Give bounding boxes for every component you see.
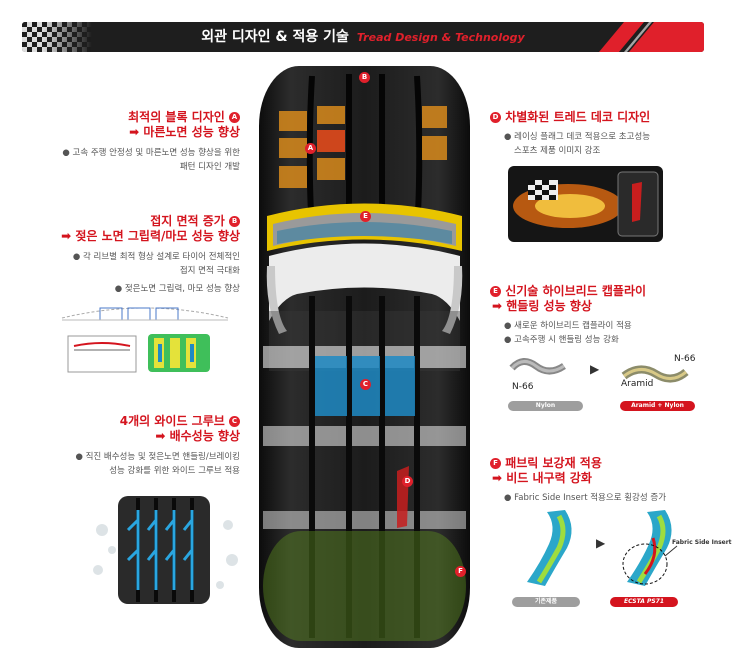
pill-aramid-nylon: Aramid + Nylon	[620, 401, 695, 411]
section-b-desc-line3: 젖은노면 그립력, 마모 성능 향상	[124, 284, 240, 294]
section-c-subtitle: ➡ 배수성능 향상	[20, 429, 240, 444]
section-e-title-line1: 신기술 하이브리드 캡플라이	[505, 284, 647, 298]
section-b-desc: ● 각 리브별 최적 형상 설계로 타이어 전체적인 접지 면적 극대화 ● 젖…	[72, 252, 240, 294]
section-c-desc-line2: 성능 강화를 위한 와이드 그루브 적용	[109, 466, 240, 476]
section-e-subtitle: ➡ 핸들링 성능 향상	[490, 299, 720, 314]
tire-graphic	[259, 66, 470, 648]
section-b-desc-line1: 각 리브별 최적 형상 설계로 타이어 전체적인	[83, 252, 240, 262]
section-a-title-line2: 마른노면 성능 향상	[143, 125, 240, 139]
red-stripe-graphic	[599, 22, 704, 52]
label-n66-left: N-66	[512, 382, 534, 392]
checkered-flag-graphic	[22, 22, 92, 52]
section-a-title-line1: 최적의 블록 디자인	[128, 110, 225, 124]
arrow-icon: ➡	[492, 471, 503, 485]
section-b-title: 접지 면적 증가 B	[20, 214, 240, 229]
section-f: F 패브릭 보강재 적용 ➡ 비드 내구력 강화 ● Fabric Side I…	[490, 456, 720, 505]
page-title: 외관 디자인 & 적용 기술 Tread Design & Technology	[22, 22, 704, 52]
section-a-subtitle: ➡ 마른노면 성능 향상	[20, 125, 240, 140]
section-c: 4개의 와이드 그루브 C ➡ 배수성능 향상 ● 직진 배수성능 및 젖은노면…	[20, 414, 240, 478]
section-e-title-line2: 핸들링 성능 향상	[506, 299, 592, 313]
section-a: 최적의 블록 디자인 A ➡ 마른노면 성능 향상 ● 고속 주행 안정성 및 …	[20, 110, 240, 174]
arrow-icon: ➡	[155, 429, 166, 443]
badge-d: D	[490, 112, 501, 123]
section-b-title-line2: 젖은 노면 그립력/마모 성능 향상	[75, 229, 240, 243]
section-d-desc: ● 레이싱 플래그 데코 적용으로 초고성능 스포츠 제품 이미지 강조	[504, 132, 651, 156]
badge-f-tire: F	[455, 566, 466, 577]
badge-e-tire: E	[360, 211, 371, 222]
section-c-title: 4개의 와이드 그루브 C	[20, 414, 240, 429]
section-a-desc-line1: 고속 주행 안정성 및 마른노면 성능 향상을 위한	[72, 148, 241, 158]
arrow-right-icon: ▶	[590, 362, 600, 376]
section-e-desc-line1: 새로운 하이브리드 캡플라이 적용	[514, 321, 632, 331]
section-f-desc: ● Fabric Side Insert 적용으로 횡강성 증가	[504, 493, 667, 503]
pill-nylon: Nylon	[508, 401, 583, 411]
section-c-desc: ● 직진 배수성능 및 젖은노면 핸들링/브레이킹 성능 강화를 위한 와이드 …	[75, 452, 240, 476]
contact-patch-illustration	[61, 307, 229, 373]
section-e-title: E 신기술 하이브리드 캡플라이	[490, 284, 720, 299]
section-d-title-text: 차별화된 트레드 데코 디자인	[505, 110, 651, 124]
section-e-desc: ● 새로운 하이브리드 캡플라이 적용 ● 고속주행 시 핸들링 성능 강화	[504, 321, 632, 345]
section-c-title-line2: 배수성능 향상	[169, 429, 240, 443]
arrow-right-icon: ▶	[596, 536, 606, 550]
section-e-desc-line2: 고속주행 시 핸들링 성능 강화	[514, 335, 619, 345]
section-d-desc-line1: 레이싱 플래그 데코 적용으로 초고성능	[514, 132, 651, 142]
section-d: D 차별화된 트레드 데코 디자인 ● 레이싱 플래그 데코 적용으로 초고성능…	[490, 110, 720, 158]
tire-illustration: B A E C D F	[257, 66, 472, 648]
section-c-desc-line1: 직진 배수성능 및 젖은노면 핸들링/브레이킹	[85, 452, 240, 462]
section-f-title: F 패브릭 보강재 적용	[490, 456, 720, 471]
section-b-subtitle: ➡ 젖은 노면 그립력/마모 성능 향상	[20, 229, 240, 244]
badge-b: B	[229, 216, 240, 227]
arrow-icon: ➡	[129, 125, 140, 139]
section-b-title-line1: 접지 면적 증가	[150, 214, 225, 228]
pill-existing-product: 기존제품	[512, 597, 580, 607]
title-korean: 외관 디자인 & 적용 기술	[201, 29, 349, 45]
section-d-desc-line2: 스포츠 제품 이미지 강조	[514, 146, 601, 156]
label-fabric-side-insert: Fabric Side Insert	[672, 539, 732, 546]
bead-existing-graphic	[527, 510, 572, 586]
label-aramid: Aramid	[621, 379, 654, 389]
badge-d-tire: D	[402, 476, 413, 487]
section-f-subtitle: ➡ 비드 내구력 강화	[490, 471, 720, 486]
section-c-title-line1: 4개의 와이드 그루브	[119, 414, 225, 428]
bead-fabric-insert-graphic	[622, 510, 678, 586]
section-d-title: D 차별화된 트레드 데코 디자인	[490, 110, 720, 125]
deco-flag-illustration	[508, 166, 663, 242]
aramid-cord-graphic	[621, 365, 689, 383]
section-b: 접지 면적 증가 B ➡ 젖은 노면 그립력/마모 성능 향상 ● 각 리브별 …	[20, 214, 240, 296]
section-f-title-line2: 비드 내구력 강화	[506, 471, 592, 485]
badge-c-tire: C	[360, 379, 371, 390]
badge-e: E	[490, 286, 501, 297]
badge-c: C	[229, 416, 240, 427]
nylon-cord-graphic	[509, 358, 566, 375]
water-groove-illustration	[93, 496, 238, 604]
section-b-desc-line2: 접지 면적 극대화	[179, 266, 240, 276]
label-n66-right: N-66	[674, 354, 696, 364]
arrow-icon: ➡	[492, 299, 503, 313]
arrow-icon: ➡	[61, 229, 72, 243]
badge-b-tire: B	[359, 72, 370, 83]
section-f-title-line1: 패브릭 보강재 적용	[505, 456, 602, 470]
section-f-desc-line1: Fabric Side Insert 적용으로 횡강성 증가	[514, 493, 667, 503]
section-e: E 신기술 하이브리드 캡플라이 ➡ 핸들링 성능 향상 ● 새로운 하이브리드…	[490, 284, 720, 347]
pill-ecsta: ECSTA PS71	[610, 597, 678, 607]
header-bar: 외관 디자인 & 적용 기술 Tread Design & Technology	[22, 22, 704, 52]
section-a-desc: ● 고속 주행 안정성 및 마른노면 성능 향상을 위한 패턴 디자인 개발	[62, 148, 241, 172]
badge-a: A	[229, 112, 240, 123]
section-a-desc-line2: 패턴 디자인 개발	[179, 162, 240, 172]
badge-a-tire: A	[305, 143, 316, 154]
section-a-title: 최적의 블록 디자인 A	[20, 110, 240, 125]
title-english: Tread Design & Technology	[356, 31, 525, 44]
badge-f: F	[490, 458, 501, 469]
